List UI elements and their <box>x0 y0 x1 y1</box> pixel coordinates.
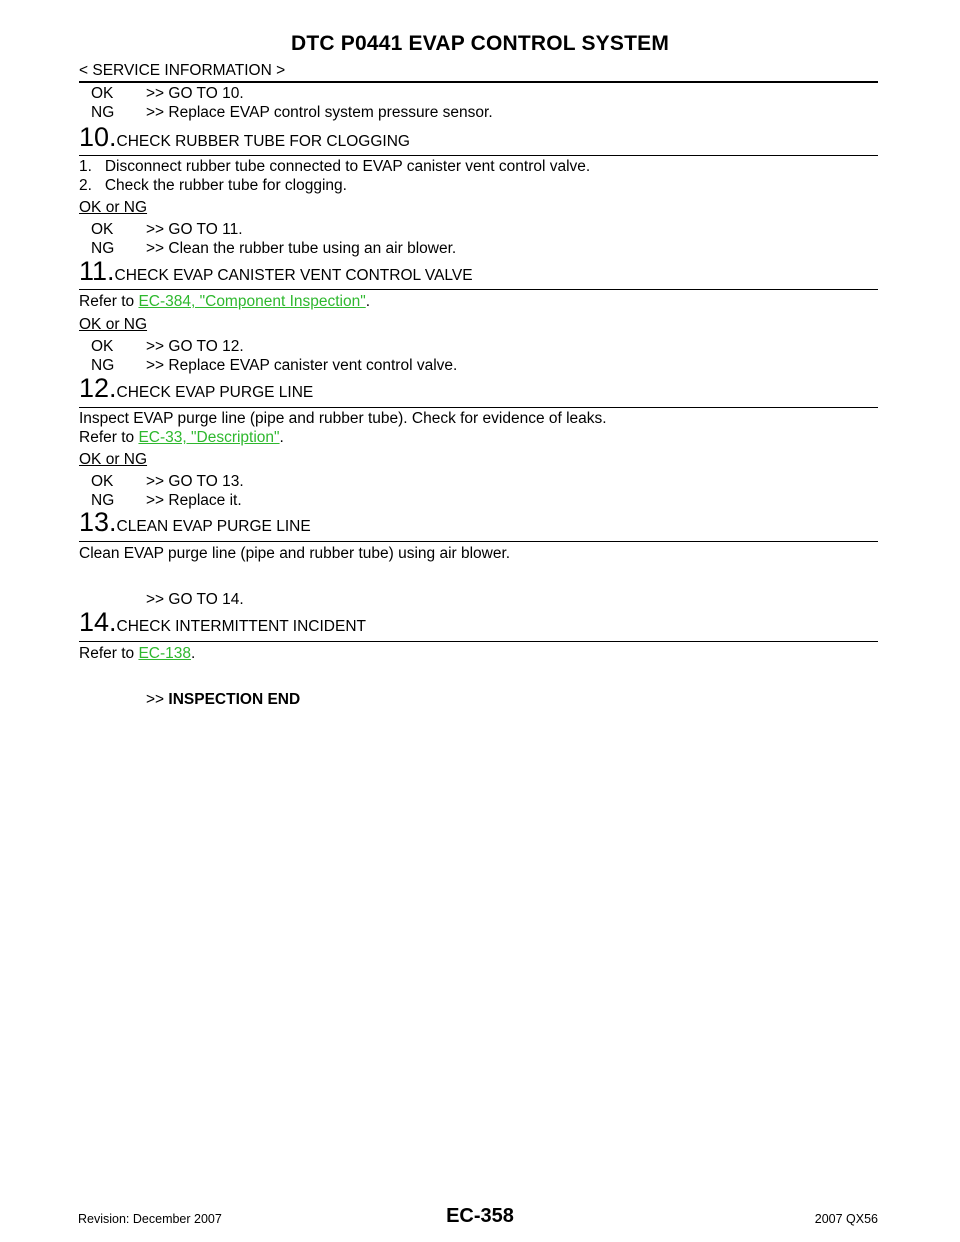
step-11-heading: 11.CHECK EVAP CANISTER VENT CONTROL VALV… <box>79 256 473 287</box>
ok-ng-label: OK or NG <box>79 316 148 333</box>
list-item: 1. Disconnect rubber tube connected to E… <box>79 158 591 175</box>
body-text: Inspect EVAP purge line (pipe and rubber… <box>79 410 607 427</box>
refer-line: Refer to EC-138. <box>79 645 195 663</box>
result-key: NG <box>91 492 115 509</box>
result-value: >> Replace it. <box>146 492 242 509</box>
result-value: >> Clean the rubber tube using an air bl… <box>146 240 457 257</box>
model-label: 2007 QX56 <box>814 1212 878 1226</box>
refer-suffix: . <box>279 429 284 446</box>
step-rule <box>79 541 878 542</box>
step-title: CHECK RUBBER TUBE FOR CLOGGING <box>116 133 410 150</box>
result-key: OK <box>91 473 114 490</box>
page-number: EC-358 <box>446 1205 514 1227</box>
step-number: 10. <box>79 122 117 152</box>
final-result: >> INSPECTION END <box>146 691 300 709</box>
step-title: CHECK INTERMITTENT INCIDENT <box>116 618 366 635</box>
step-13-heading: 13.CLEAN EVAP PURGE LINE <box>79 507 311 538</box>
step-number: 12. <box>79 373 117 403</box>
result-key: OK <box>91 221 114 238</box>
step-rule <box>79 407 878 408</box>
result-prefix: >> <box>146 691 169 708</box>
ec-384-link[interactable]: EC-384, "Component Inspection" <box>138 293 366 310</box>
result-value: >> GO TO 10. <box>146 85 244 102</box>
ec-138-link[interactable]: EC-138 <box>138 645 192 662</box>
step-title: CHECK EVAP CANISTER VENT CONTROL VALVE <box>114 267 473 284</box>
result-value: >> GO TO 13. <box>146 473 244 490</box>
refer-prefix: Refer to <box>79 429 139 446</box>
refer-suffix: . <box>365 293 371 310</box>
list-item: 2. Check the rubber tube for clogging. <box>79 177 347 194</box>
step-14-heading: 14.CHECK INTERMITTENT INCIDENT <box>79 607 366 638</box>
step-10-heading: 10.CHECK RUBBER TUBE FOR CLOGGING <box>79 122 410 153</box>
step-title: CHECK EVAP PURGE LINE <box>116 384 314 401</box>
result-value: >> Replace EVAP canister vent control va… <box>146 357 458 374</box>
inspection-end-label: INSPECTION END <box>168 691 301 708</box>
step-rule <box>79 155 878 156</box>
refer-line: Refer to EC-33, "Description". <box>79 429 284 447</box>
step-rule <box>79 289 878 290</box>
result-key: NG <box>91 104 115 121</box>
result-value: >> GO TO 12. <box>146 338 244 355</box>
result-key: OK <box>91 85 114 102</box>
step-number: 13. <box>79 507 117 537</box>
step-number: 14. <box>79 607 117 637</box>
revision-date: Revision: December 2007 <box>78 1212 222 1226</box>
step-title: CLEAN EVAP PURGE LINE <box>116 518 311 535</box>
step-rule <box>79 641 878 642</box>
refer-prefix: Refer to <box>79 293 139 310</box>
ok-ng-label: OK or NG <box>79 199 148 216</box>
refer-line: Refer to EC-384, "Component Inspection". <box>79 293 370 311</box>
step-12-heading: 12.CHECK EVAP PURGE LINE <box>79 373 313 404</box>
result-key: NG <box>91 240 115 257</box>
result-value: >> GO TO 14. <box>146 591 244 608</box>
ec-33-link[interactable]: EC-33, "Description" <box>138 429 280 446</box>
refer-suffix: . <box>191 645 196 662</box>
section-breadcrumb: < SERVICE INFORMATION > <box>79 62 286 79</box>
result-key: NG <box>91 357 115 374</box>
result-value: >> GO TO 11. <box>146 221 243 238</box>
page-title: DTC P0441 EVAP CONTROL SYSTEM <box>290 32 670 55</box>
result-value: >> Replace EVAP control system pressure … <box>146 104 493 121</box>
body-text: Clean EVAP purge line (pipe and rubber t… <box>79 545 511 562</box>
header-rule <box>79 81 878 83</box>
refer-prefix: Refer to <box>79 645 139 662</box>
ok-ng-label: OK or NG <box>79 451 148 468</box>
step-number: 11. <box>79 256 115 286</box>
result-key: OK <box>91 338 114 355</box>
